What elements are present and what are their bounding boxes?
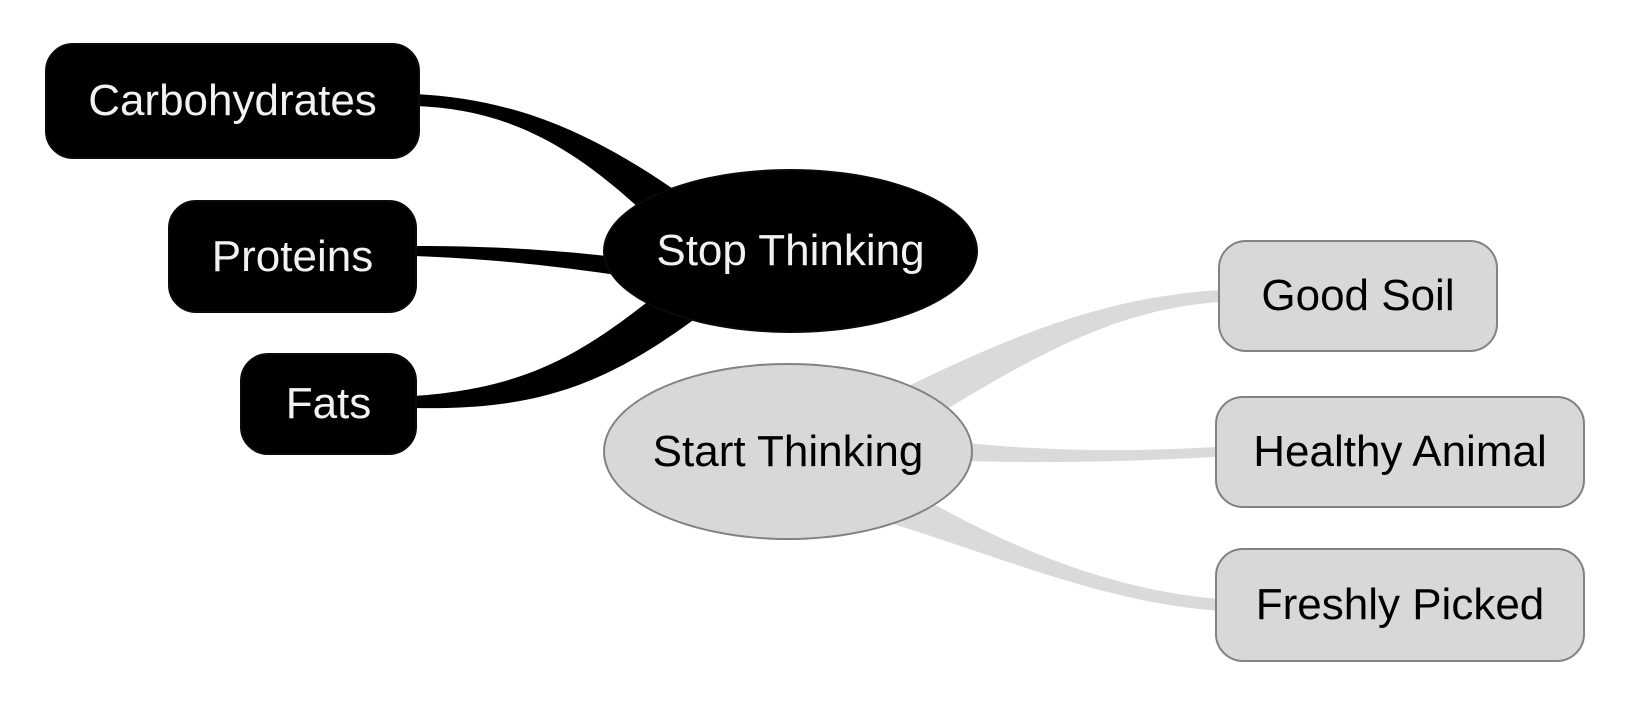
- node-label: Carbohydrates: [88, 76, 377, 125]
- node-proteins[interactable]: Proteins: [168, 200, 417, 313]
- node-good-soil[interactable]: Good Soil: [1218, 240, 1498, 352]
- node-freshly-picked[interactable]: Freshly Picked: [1215, 548, 1585, 662]
- node-start-thinking[interactable]: Start Thinking: [603, 363, 973, 540]
- node-fats[interactable]: Fats: [240, 353, 417, 455]
- node-label: Proteins: [211, 231, 374, 281]
- node-label: Freshly Picked: [1255, 580, 1545, 629]
- link-stop-proteins: [414, 246, 632, 277]
- node-healthy-animal[interactable]: Healthy Animal: [1215, 396, 1585, 508]
- link-start-freshly-picked: [880, 492, 1220, 611]
- node-label: Fats: [285, 379, 372, 428]
- node-label: Good Soil: [1261, 271, 1455, 320]
- node-carbohydrates[interactable]: Carbohydrates: [45, 43, 420, 159]
- node-label: Start Thinking: [652, 426, 924, 476]
- link-start-healthy-animal: [935, 440, 1215, 463]
- node-label: Healthy Animal: [1253, 427, 1547, 476]
- node-stop-thinking[interactable]: Stop Thinking: [603, 169, 978, 333]
- link-stop-fats: [414, 288, 700, 409]
- node-label: Stop Thinking: [656, 226, 925, 275]
